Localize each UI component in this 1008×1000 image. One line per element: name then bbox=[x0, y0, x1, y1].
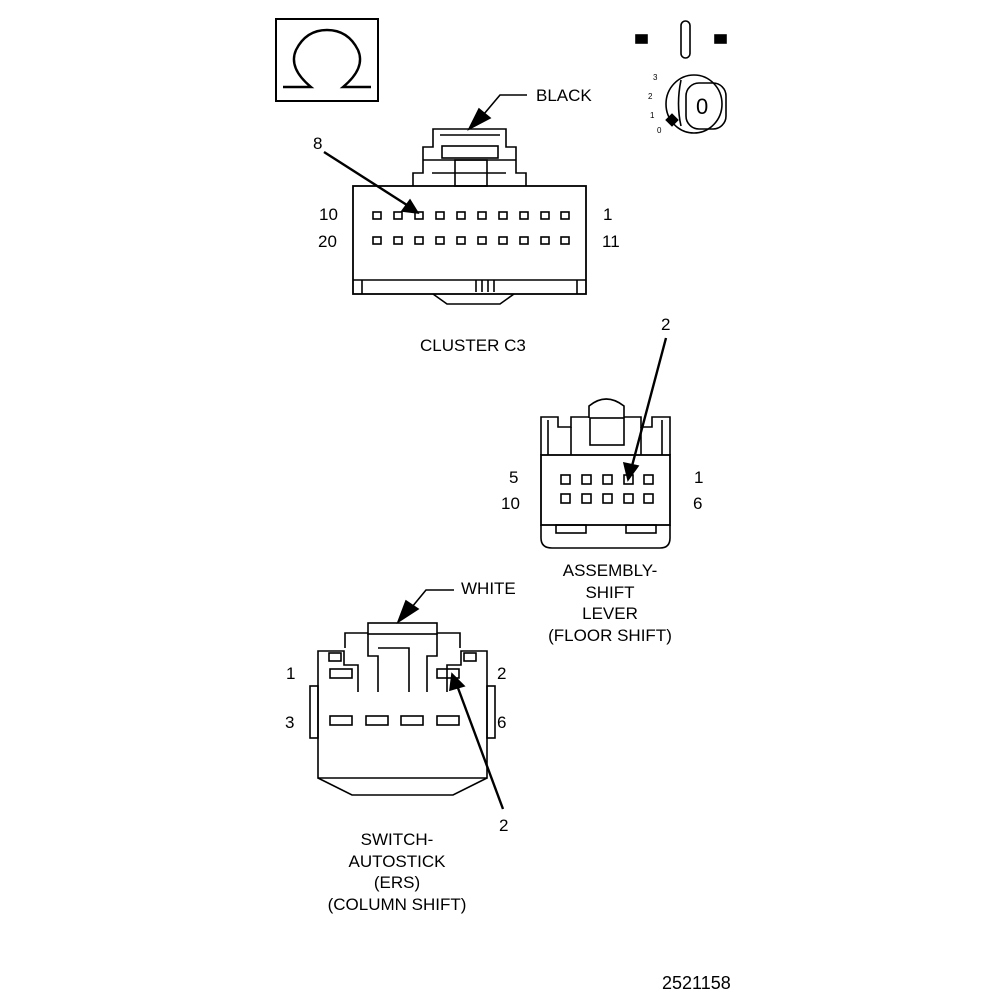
omega-icon bbox=[275, 18, 379, 102]
autostick-name: SWITCH- AUTOSTICK (ERS) (COLUMN SHIFT) bbox=[307, 829, 487, 915]
key-position-3: 3 bbox=[653, 73, 658, 82]
shift-lever-pointer-pin: 2 bbox=[661, 315, 671, 334]
figure-id: 2521158 bbox=[662, 973, 731, 993]
shift-lever-pins bbox=[560, 474, 654, 504]
key-label: 0 bbox=[696, 94, 709, 119]
shift-lever-name-line-3: LEVER bbox=[582, 604, 638, 623]
autostick-pins bbox=[329, 668, 460, 726]
ignition-key-icon bbox=[635, 20, 727, 134]
shift-lever-connector bbox=[540, 337, 671, 549]
cluster-c3-connector bbox=[323, 94, 587, 305]
cluster-pointer-pin: 8 bbox=[313, 134, 323, 153]
shift-lever-pin-bottom-left: 10 bbox=[501, 494, 520, 513]
cluster-pin-top-left: 10 bbox=[319, 205, 338, 224]
shift-lever-pin-top-left: 5 bbox=[509, 468, 519, 487]
shift-lever-name-line-2: SHIFT bbox=[585, 582, 635, 602]
cluster-pin-bottom-left: 20 bbox=[318, 232, 337, 251]
autostick-pin-bottom-right: 6 bbox=[497, 713, 507, 732]
cluster-pin-bottom-right: 11 bbox=[602, 232, 620, 251]
shift-lever-name-line-1: ASSEMBLY- bbox=[562, 561, 658, 580]
shift-lever-pin-top-right: 1 bbox=[694, 468, 704, 487]
shift-lever-name: ASSEMBLY- SHIFT LEVER (FLOOR SHIFT) bbox=[520, 560, 700, 646]
cluster-pins bbox=[372, 211, 570, 245]
autostick-pin-top-right: 2 bbox=[497, 664, 507, 683]
key-position-0: 0 bbox=[657, 126, 662, 135]
autostick-name-line-3: (ERS) bbox=[373, 873, 421, 892]
autostick-pin-top-left: 1 bbox=[286, 664, 296, 683]
autostick-name-line-4: (COLUMN SHIFT) bbox=[327, 894, 467, 914]
key-position-2: 2 bbox=[648, 92, 653, 101]
cluster-callout-color: BLACK bbox=[536, 86, 592, 105]
shift-lever-pin-bottom-right: 6 bbox=[693, 494, 703, 513]
autostick-pointer-pin: 2 bbox=[499, 816, 509, 835]
key-position-1: 1 bbox=[650, 111, 655, 120]
autostick-pin-bottom-left: 3 bbox=[285, 713, 295, 732]
autostick-callout-color: WHITE bbox=[461, 579, 516, 598]
shift-lever-name-line-4: (FLOOR SHIFT) bbox=[548, 625, 672, 645]
cluster-pin-top-right: 1 bbox=[603, 205, 613, 224]
autostick-name-line-2: AUTOSTICK bbox=[348, 851, 446, 871]
cluster-name: CLUSTER C3 bbox=[420, 336, 526, 355]
autostick-name-line-1: SWITCH- bbox=[360, 830, 434, 849]
autostick-connector bbox=[309, 589, 505, 810]
